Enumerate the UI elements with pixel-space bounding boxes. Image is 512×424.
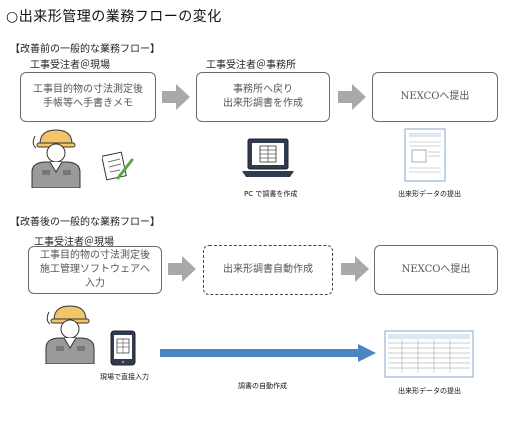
before-step-report-line2: 出来形調書を作成 — [223, 98, 303, 109]
arrow-right-icon — [341, 256, 369, 282]
after-step-submit: NEXCOへ提出 — [374, 245, 498, 295]
before-step-report-line1: 事務所へ戻り — [233, 84, 293, 95]
caption-after-submit: 出来形データの提出 — [398, 387, 461, 395]
flow-arrow-icon — [160, 344, 376, 362]
after-step-auto-report-label: 出来形調書自動作成 — [223, 264, 313, 275]
before-role-office: 工事受注者＠事務所 — [206, 60, 296, 71]
spreadsheet-icon — [384, 330, 474, 378]
worker-icon — [31, 129, 81, 188]
after-step-submit-label: NEXCOへ提出 — [401, 264, 471, 275]
caption-direct-input: 現場で直接入力 — [100, 373, 149, 381]
document-icon — [404, 128, 446, 182]
before-step-measure-line2: 手帳等へ手書きメモ — [43, 98, 133, 109]
after-step-input-line2: 施工管理ソフトウェアへ — [40, 264, 150, 275]
before-role-site: 工事受注者＠現場 — [30, 60, 110, 71]
before-step-measure: 工事目的物の寸法測定後 手帳等へ手書きメモ — [20, 72, 156, 122]
arrow-right-icon — [168, 256, 196, 282]
before-step-submit-label: NEXCOへ提出 — [400, 91, 470, 102]
after-step-auto-report: 出来形調書自動作成 — [203, 245, 333, 295]
arrow-right-icon — [338, 84, 366, 110]
before-step-submit: NEXCOへ提出 — [372, 72, 498, 122]
caption-auto-create: 調書の自動作成 — [238, 382, 287, 390]
before-step-measure-line1: 工事目的物の寸法測定後 — [33, 84, 143, 95]
after-heading: 【改善後の一般的な業務フロー】 — [10, 217, 160, 228]
tablet-icon — [110, 330, 136, 366]
before-step-report: 事務所へ戻り 出来形調書を作成 — [196, 72, 330, 122]
worker-icon — [45, 305, 95, 364]
caption-pc-report: PC で調書を作成 — [244, 190, 298, 198]
after-step-input-line1: 工事目的物の寸法測定後 — [40, 250, 150, 261]
before-heading: 【改善前の一般的な業務フロー】 — [10, 44, 160, 55]
after-role-site: 工事受注者＠現場 — [34, 237, 114, 248]
caption-before-submit: 出来形データの提出 — [398, 190, 461, 198]
page-title: ○出来形管理の業務フローの変化 — [6, 9, 222, 25]
memo-pencil-icon — [102, 151, 134, 181]
laptop-icon — [242, 138, 294, 177]
after-step-input: 工事目的物の寸法測定後 施工管理ソフトウェアへ 入力 — [28, 246, 162, 294]
arrow-right-icon — [162, 84, 190, 110]
after-step-input-line3: 入力 — [85, 278, 105, 289]
